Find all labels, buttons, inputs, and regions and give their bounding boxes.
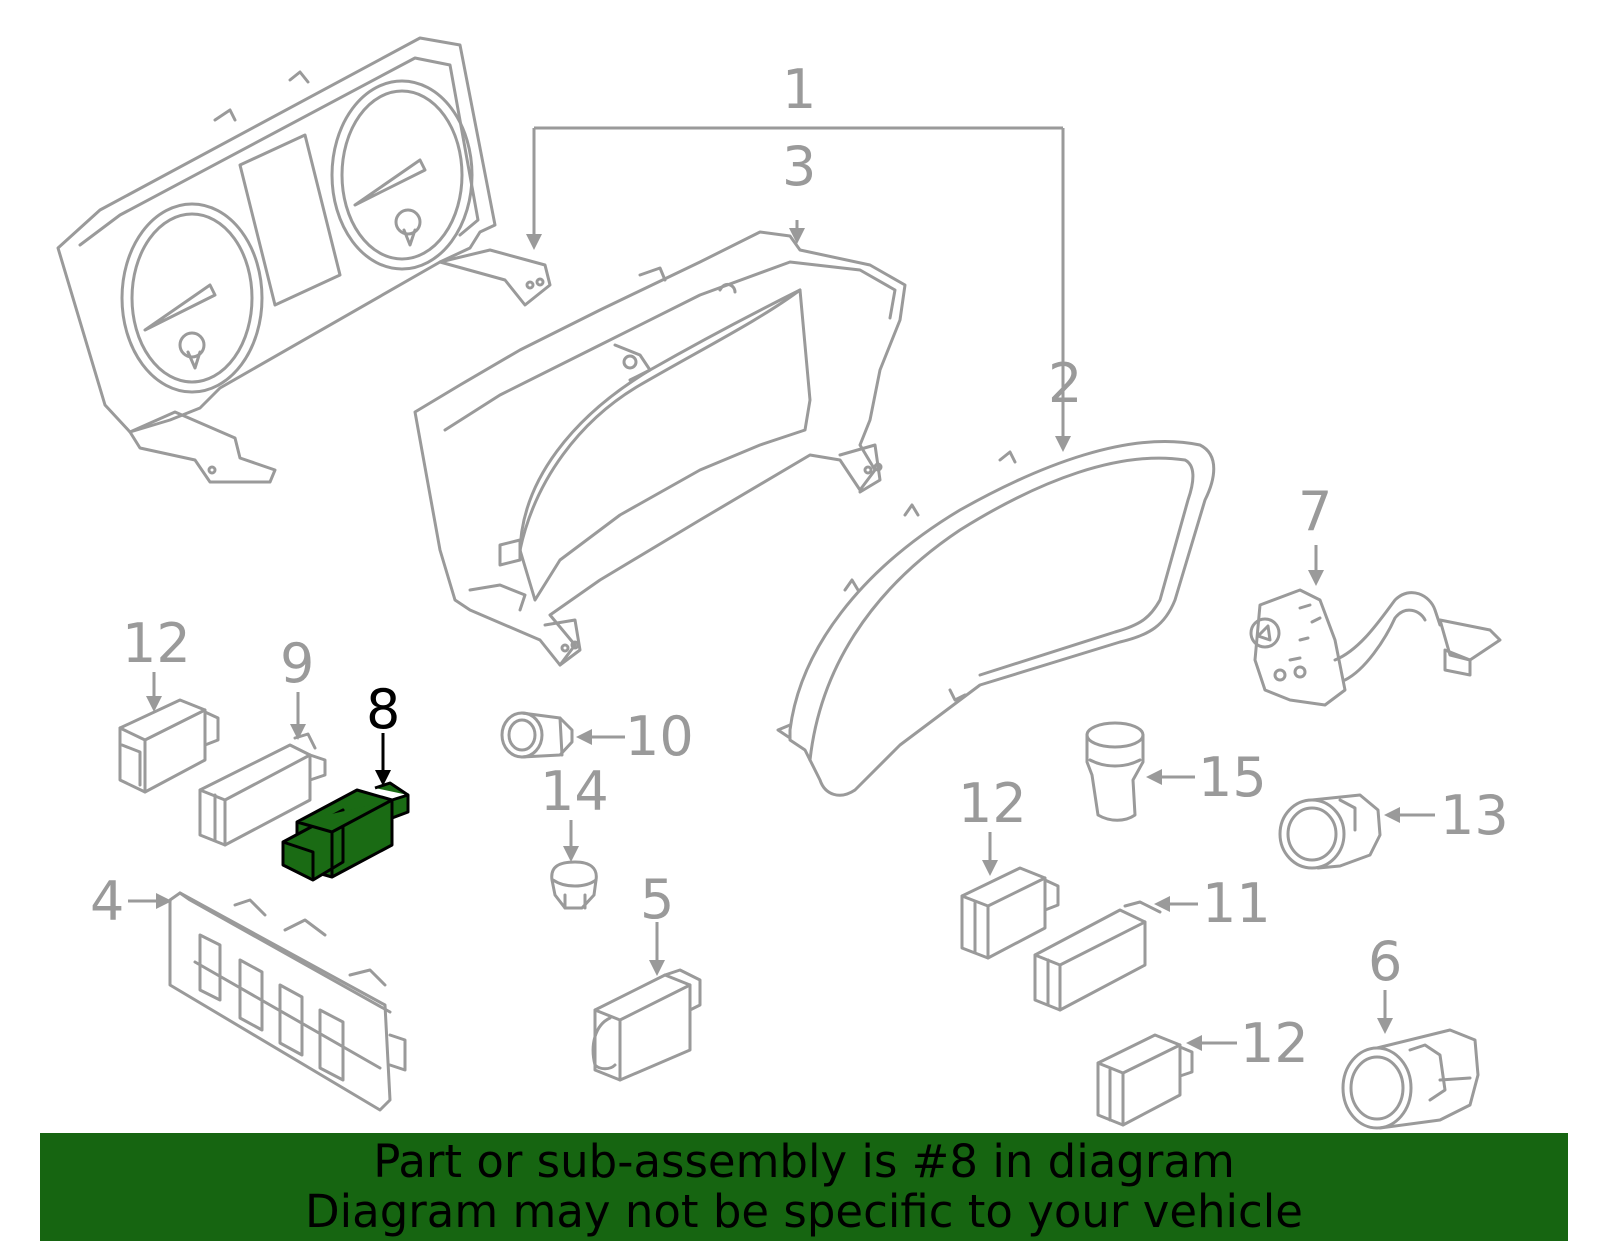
leader-lines [128,126,1435,1051]
round-switch-part-6 [1341,1028,1480,1130]
round-switch-part-13 [1278,793,1382,870]
callout-11: 11 [1202,872,1271,935]
switch-part-12b [960,866,1060,960]
cluster-lens-part [776,440,1216,797]
callout-8: 8 [366,678,400,741]
callout-4: 4 [90,870,124,933]
callout-13: 13 [1440,784,1509,847]
callout-labels: 1 2 3 4 5 6 7 8 9 10 11 12 12 12 13 14 1… [90,58,1509,1075]
callout-6: 6 [1368,930,1402,993]
banner-line-2: Diagram may not be specific to your vehi… [305,1185,1303,1238]
knob-part-15 [1085,721,1145,822]
callout-7: 7 [1298,480,1332,543]
instrument-cluster-part [56,36,552,484]
cluster-housing-part [413,230,907,667]
steering-switch-part-7 [1249,588,1502,707]
switch-part-5 [591,968,702,1082]
callout-10: 10 [625,705,694,768]
info-banner: Part or sub-assembly is #8 in diagram Di… [40,1133,1568,1241]
callout-12-right-middle: 12 [958,772,1027,835]
switch-part-12a [118,698,220,794]
switch-part-11 [1033,900,1162,1012]
callout-2: 2 [1048,352,1082,415]
callout-5: 5 [640,868,674,931]
callout-1: 1 [782,58,816,121]
switch-panel-part-4 [168,891,407,1112]
socket-part-10 [500,711,574,759]
banner-line-1: Part or sub-assembly is #8 in diagram [373,1135,1235,1188]
callout-15: 15 [1198,746,1267,809]
highlighted-part-8[interactable] [281,781,410,882]
clip-part-14 [550,860,598,910]
callout-14: 14 [540,760,609,823]
switch-part-12c [1096,1033,1194,1127]
callout-12-bottom: 12 [1240,1012,1309,1075]
callout-9: 9 [280,632,314,695]
callout-12-top-left: 12 [122,612,191,675]
callout-3: 3 [782,135,816,198]
